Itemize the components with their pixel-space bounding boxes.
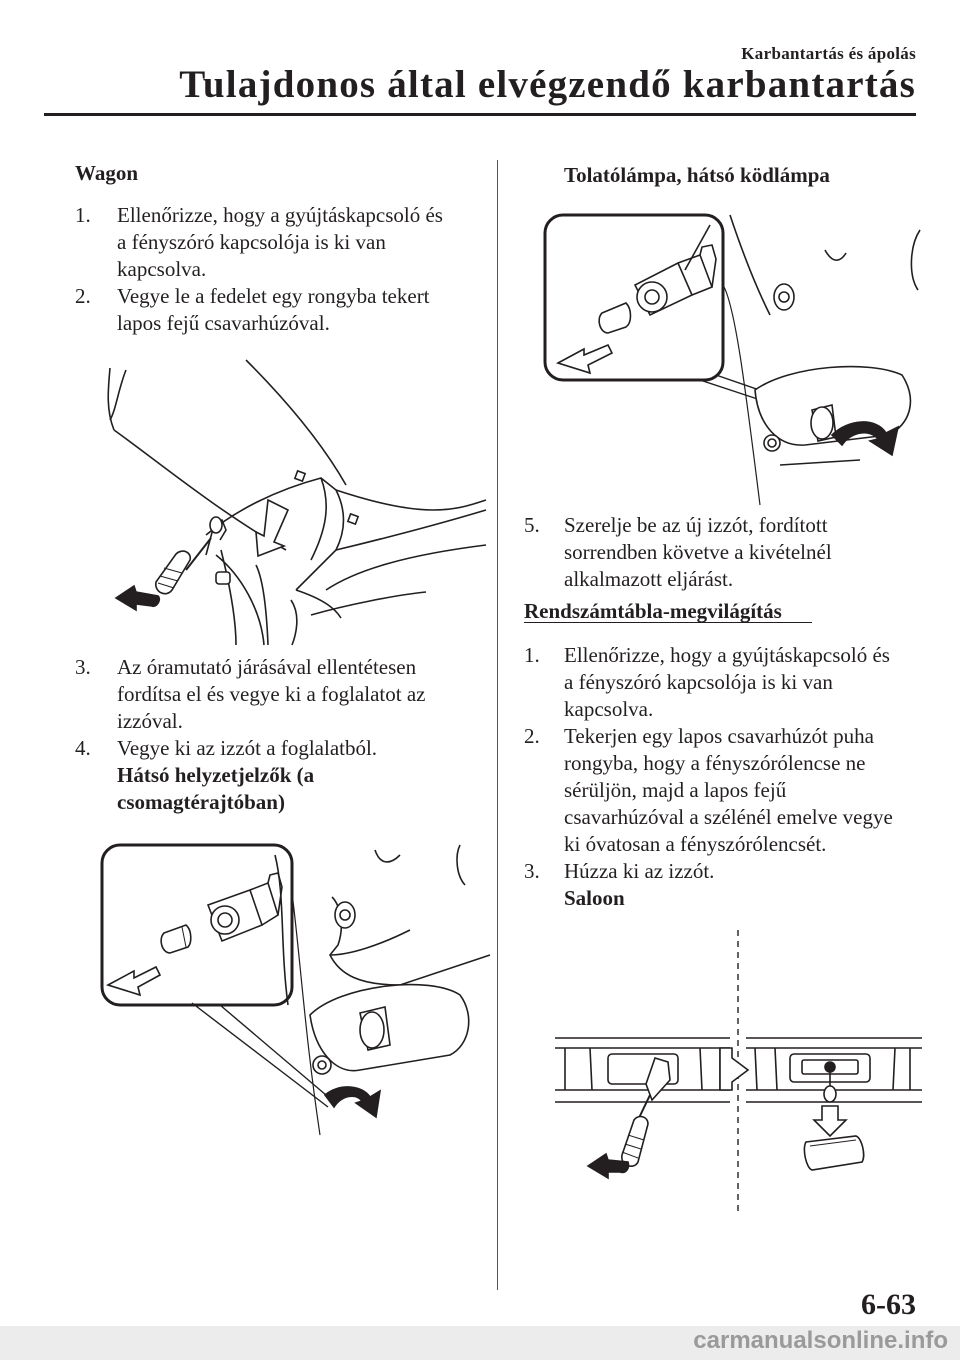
step-text-line: Tekerjen egy lapos csavarhúzót puha xyxy=(564,724,874,748)
step-number: 2. xyxy=(524,724,540,748)
page-number: 6-63 xyxy=(861,1288,916,1321)
wagon-heading: Wagon xyxy=(75,161,139,185)
footer-band xyxy=(0,1326,960,1360)
step-number: 4. xyxy=(75,736,91,760)
step-text-line: alkalmazott eljárást. xyxy=(564,567,734,591)
rear-position-light-illustration xyxy=(100,835,490,1135)
step-text-line: izzóval. xyxy=(117,709,183,733)
step-number: 1. xyxy=(524,643,540,667)
step-text-line: Ellenőrizze, hogy a gyújtáskapcsoló és xyxy=(564,643,890,667)
section-heading-license-plate-light: Rendszámtábla-megvilágítás xyxy=(524,599,782,623)
step-text-line: csavarhúzóval a szélénél emelve vegye xyxy=(564,805,893,829)
page-title: Tulajdonos által elvégzendő karbantartás xyxy=(179,63,916,106)
step-text-line: kapcsolva. xyxy=(117,257,207,281)
step-text-line: rongyba, hogy a fényszórólencse ne xyxy=(564,751,866,775)
step-number: 1. xyxy=(75,203,91,227)
step-text-line: Vegye le a fedelet egy rongyba tekert xyxy=(117,284,430,308)
license-plate-light-illustration xyxy=(550,930,930,1215)
step-text-line: Vegye ki az izzót a foglalatból. xyxy=(117,736,378,760)
column-divider xyxy=(497,160,498,1290)
step-text-line: fordítsa el és vegye ki a foglalatot az xyxy=(117,682,426,706)
step-text-line: ki óvatosan a fényszórólencsét. xyxy=(564,832,827,856)
step-text-line: kapcsolva. xyxy=(564,697,654,721)
step-text-line: sorrendben követve a kivételnél xyxy=(564,540,832,564)
watermark[interactable]: carmanualsonline.info xyxy=(693,1327,948,1354)
step-number: 5. xyxy=(524,513,540,537)
cover-removal-illustration xyxy=(96,360,486,645)
step-text-line: a fényszóró kapcsolója is ki van xyxy=(117,230,386,254)
step-text-line: sérüljön, majd a lapos fejű xyxy=(564,778,787,802)
subheading-rear-position-lights-2: csomagtérajtóban) xyxy=(117,790,285,814)
subheading-rear-position-lights: Hátsó helyzetjelzők (a xyxy=(117,763,315,787)
subheading-reverse-fog-lamp: Tolatólámpa, hátsó ködlámpa xyxy=(564,163,830,187)
step-text-line: Húzza ki az izzót. xyxy=(564,859,715,883)
step-text-line: Ellenőrizze, hogy a gyújtáskapcsoló és xyxy=(117,203,443,227)
section-heading-underline xyxy=(524,622,812,623)
step-text-line: Az óramutató járásával ellentétesen xyxy=(117,655,417,679)
step-text-line: Szerelje be az új izzót, fordított xyxy=(564,513,828,537)
header-rule xyxy=(44,113,916,116)
saloon-label: Saloon xyxy=(564,886,625,910)
step-text-line: a fényszóró kapcsolója is ki van xyxy=(564,670,833,694)
step-number: 3. xyxy=(75,655,91,679)
reverse-fog-lamp-illustration xyxy=(540,205,940,505)
step-number: 2. xyxy=(75,284,91,308)
step-number: 3. xyxy=(524,859,540,883)
step-text-line: lapos fejű csavarhúzóval. xyxy=(117,311,330,335)
section-title: Karbantartás és ápolás xyxy=(741,44,916,63)
